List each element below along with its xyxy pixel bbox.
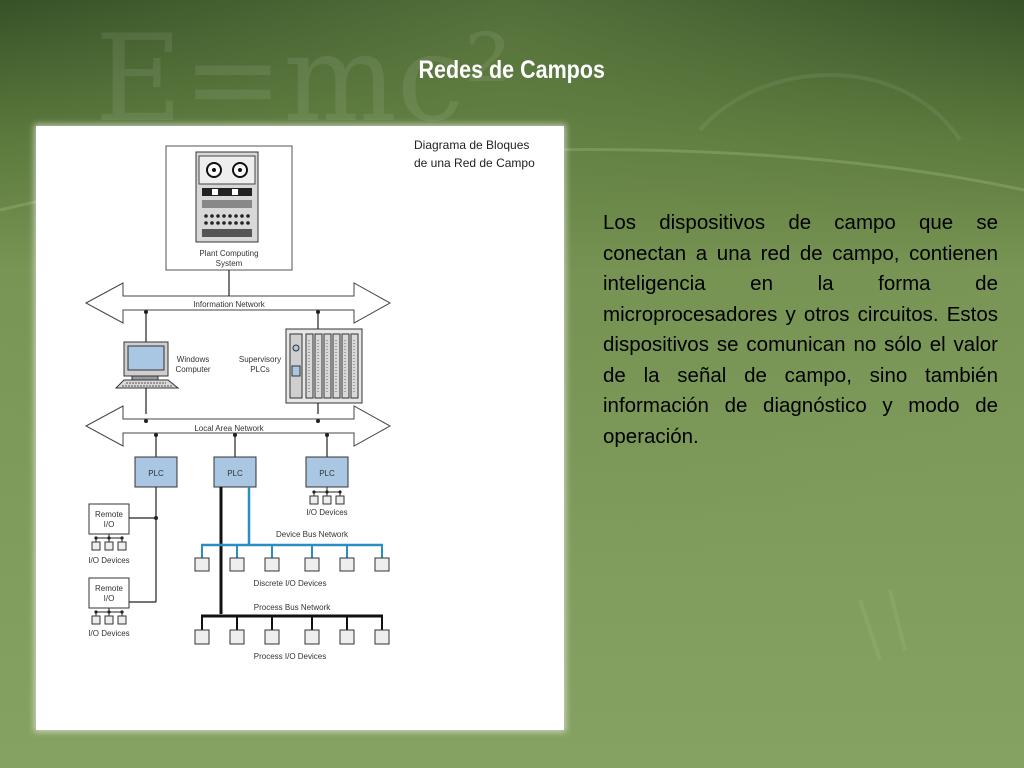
io-device <box>322 495 332 505</box>
information-network-arrow <box>84 282 392 324</box>
plc-box-center <box>213 456 257 488</box>
remote-io-box-2 <box>88 577 130 609</box>
process-io-device <box>194 629 210 645</box>
diagram-caption-line1: Diagrama de Bloques <box>414 138 529 152</box>
remote-io-label-2a: Remote <box>95 584 124 593</box>
io-device <box>335 495 345 505</box>
discrete-io-device <box>194 557 210 572</box>
discrete-io-device <box>339 557 355 572</box>
windows-computer-label-2: Computer <box>175 365 210 374</box>
plc-label-right: PLC <box>319 469 335 478</box>
windows-computer-icon <box>114 341 180 389</box>
io-devices-label-right: I/O Devices <box>306 508 347 517</box>
process-io-device <box>229 629 245 645</box>
discrete-io-device <box>304 557 320 572</box>
plc-box-right <box>305 456 349 488</box>
local-area-network-arrow <box>84 405 392 447</box>
information-network-label: Information Network <box>193 300 266 309</box>
field-network-block-diagram: Diagrama de Bloques de una Red de Campo <box>84 138 535 661</box>
process-io-device <box>264 629 280 645</box>
plc-box-left <box>134 456 178 488</box>
local-area-network-label: Local Area Network <box>194 424 264 433</box>
plant-computing-label-2: System <box>216 259 243 268</box>
remote-io-label-2b: I/O <box>104 594 115 603</box>
process-io-devices-label: Process I/O Devices <box>254 652 326 661</box>
io-device <box>91 541 101 551</box>
remote-io-label-1a: Remote <box>95 510 124 519</box>
io-device <box>309 495 319 505</box>
discrete-io-devices-label: Discrete I/O Devices <box>254 579 327 588</box>
discrete-io-device <box>229 557 245 572</box>
discrete-io-device <box>374 557 390 572</box>
discrete-io-device <box>264 557 280 572</box>
device-bus-network-label: Device Bus Network <box>276 530 349 539</box>
process-io-device <box>304 629 320 645</box>
watermark-formula: E=mc² <box>95 10 512 149</box>
supervisory-plcs-label-2: PLCs <box>250 365 270 374</box>
slide-title: Redes de Campos <box>418 56 605 84</box>
slide-body-paragraph: Los dispositivos de campo que se conecta… <box>603 211 998 448</box>
plc-rack-icon <box>285 328 363 404</box>
plc-label-center: PLC <box>227 469 243 478</box>
diagram-caption-line2: de una Red de Campo <box>414 156 535 170</box>
process-bus-network-label: Process Bus Network <box>254 603 331 612</box>
io-device <box>104 541 114 551</box>
io-device <box>117 541 127 551</box>
io-devices-label-remote-1: I/O Devices <box>88 556 129 565</box>
io-devices-label-remote-2: I/O Devices <box>88 629 129 638</box>
remote-io-label-1b: I/O <box>104 520 115 529</box>
plc-label-left: PLC <box>148 469 164 478</box>
process-io-device <box>339 629 355 645</box>
supervisory-plcs-label-1: Supervisory <box>239 355 281 364</box>
io-device <box>91 615 101 625</box>
process-io-device <box>374 629 390 645</box>
windows-computer-label-1: Windows <box>177 355 209 364</box>
remote-io-box-1 <box>88 503 130 535</box>
plant-computing-label-1: Plant Computing <box>199 249 258 258</box>
mainframe-icon <box>195 151 259 243</box>
diagram-panel: Diagrama de Bloques de una Red de Campo <box>36 126 564 730</box>
io-device <box>117 615 127 625</box>
io-device <box>104 615 114 625</box>
